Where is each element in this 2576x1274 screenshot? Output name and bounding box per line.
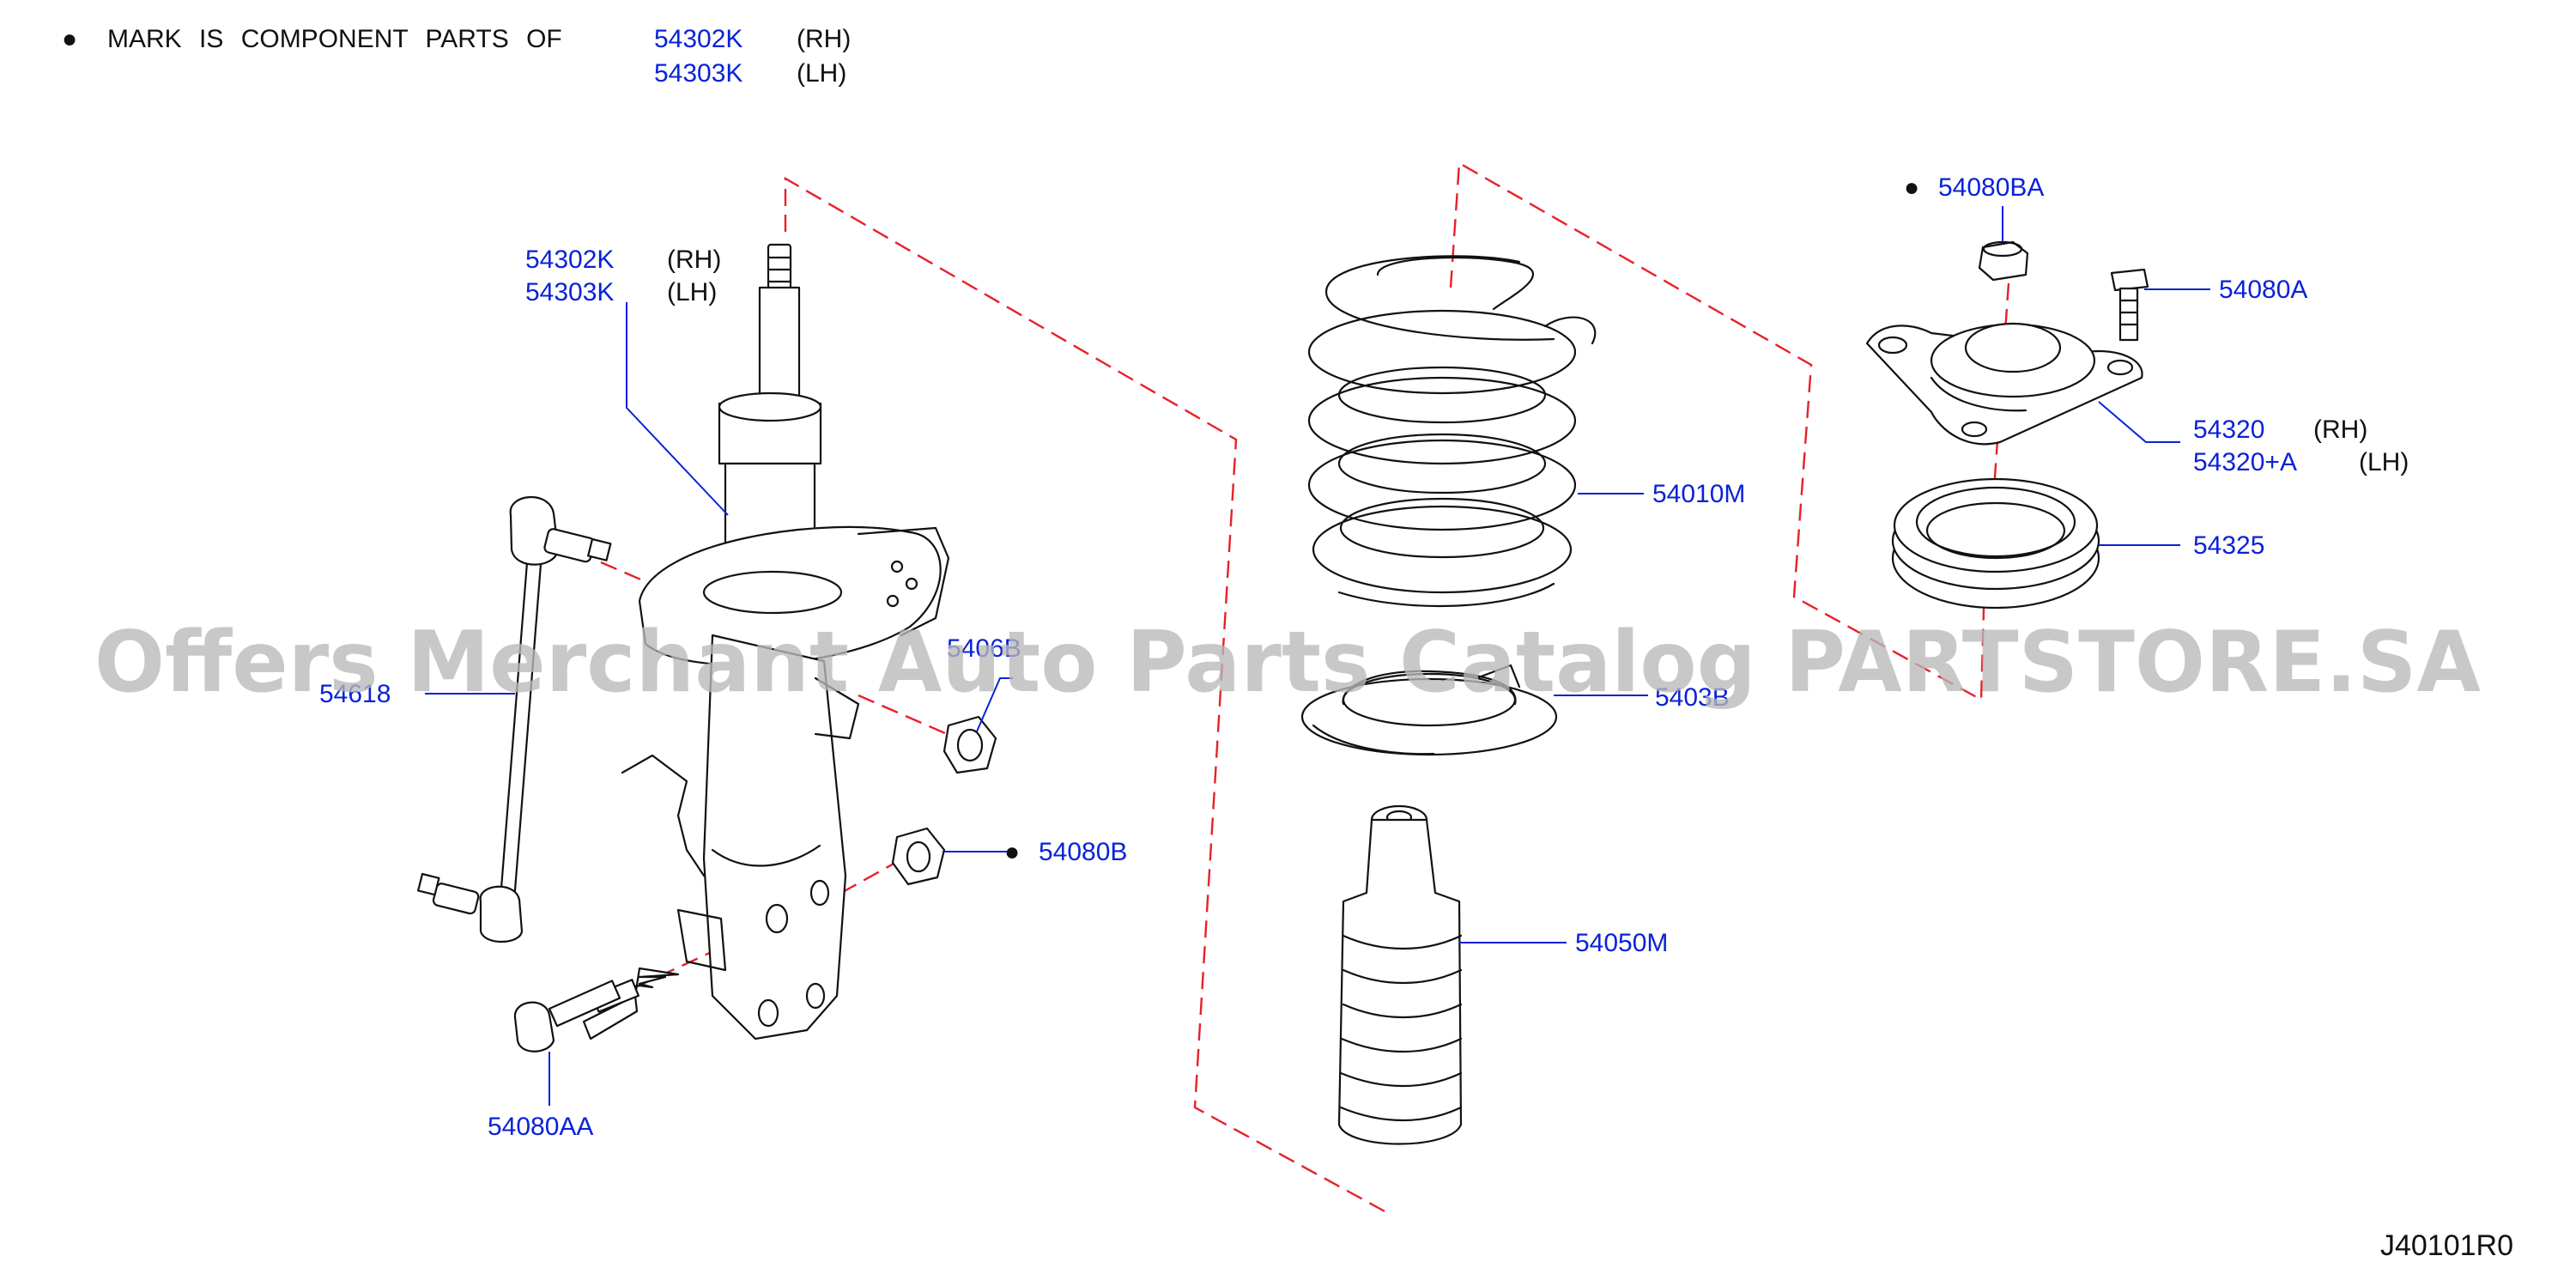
guide-spring-axis: [1449, 161, 1989, 701]
callout-labels: 54302K (RH) 54303K (LH) 54618 5406B ● 54…: [319, 173, 2409, 1141]
strut-nut[interactable]: [943, 715, 997, 774]
label-mount-bolt[interactable]: 54080A: [2219, 276, 2307, 304]
label-mount-rh-side: (RH): [2313, 416, 2367, 444]
strut-mount[interactable]: [1865, 322, 2143, 446]
leader-strut-mount: [2098, 401, 2180, 443]
label-lower-seat[interactable]: 5403B: [1655, 683, 1730, 712]
coil-spring[interactable]: [1307, 255, 1597, 608]
leader-lines: [425, 206, 2210, 1106]
stabilizer-link[interactable]: [417, 495, 612, 943]
label-bound-bumper[interactable]: 54050M: [1575, 929, 1668, 957]
note-side-rh: (RH): [797, 25, 851, 53]
label-strut-lh-side: (LH): [667, 278, 717, 306]
label-strut-nut[interactable]: 5406B: [947, 634, 1021, 663]
mount-bearing[interactable]: [1891, 477, 2100, 610]
leader-strut: [626, 302, 729, 516]
lower-nut[interactable]: [891, 827, 946, 886]
note-bullet: ●: [62, 25, 77, 53]
label-mount-rh[interactable]: 54320: [2193, 416, 2264, 444]
guide-strut-axis: [784, 176, 1387, 1214]
note-text: MARK IS COMPONENT PARTS OF: [107, 25, 562, 53]
component-note: ● MARK IS COMPONENT PARTS OF 54302K (RH)…: [62, 25, 851, 88]
note-side-lh: (LH): [797, 59, 846, 88]
guide-link-upper: [600, 561, 652, 585]
label-top-nut[interactable]: 54080BA: [1938, 173, 2044, 202]
label-lower-nut-bullet: ●: [1004, 838, 1020, 866]
label-lower-nut[interactable]: 54080B: [1039, 838, 1127, 866]
lower-bolt[interactable]: [513, 967, 680, 1053]
label-mount-lh[interactable]: 54320+A: [2193, 448, 2297, 476]
label-strut-rh-side: (RH): [667, 246, 721, 274]
diagram-code: J40101R0: [2380, 1229, 2513, 1262]
label-mount-lh-side: (LH): [2359, 448, 2409, 476]
guide-strut-nut: [858, 694, 954, 738]
bound-bumper[interactable]: [1337, 804, 1463, 1145]
label-strut-lh[interactable]: 54303K: [525, 278, 614, 306]
note-part-lh[interactable]: 54303K: [654, 59, 742, 88]
lower-spring-seat[interactable]: [1300, 664, 1558, 756]
strut-assembly[interactable]: [621, 243, 950, 1040]
watermark: Offers Merchant Auto Parts Catalog PARTS…: [94, 614, 2481, 712]
label-lower-bolt[interactable]: 54080AA: [488, 1113, 593, 1141]
leader-strut-nut: [976, 677, 1013, 732]
note-part-rh[interactable]: 54302K: [654, 25, 742, 53]
label-top-nut-bullet: ●: [1904, 173, 1919, 202]
mount-bolt[interactable]: [2110, 268, 2149, 342]
label-strut-rh[interactable]: 54302K: [525, 246, 614, 274]
label-coil-spring[interactable]: 54010M: [1652, 480, 1745, 508]
top-nut[interactable]: [1978, 240, 2029, 282]
label-bearing[interactable]: 54325: [2193, 531, 2264, 560]
label-stabilizer-link[interactable]: 54618: [319, 680, 391, 708]
